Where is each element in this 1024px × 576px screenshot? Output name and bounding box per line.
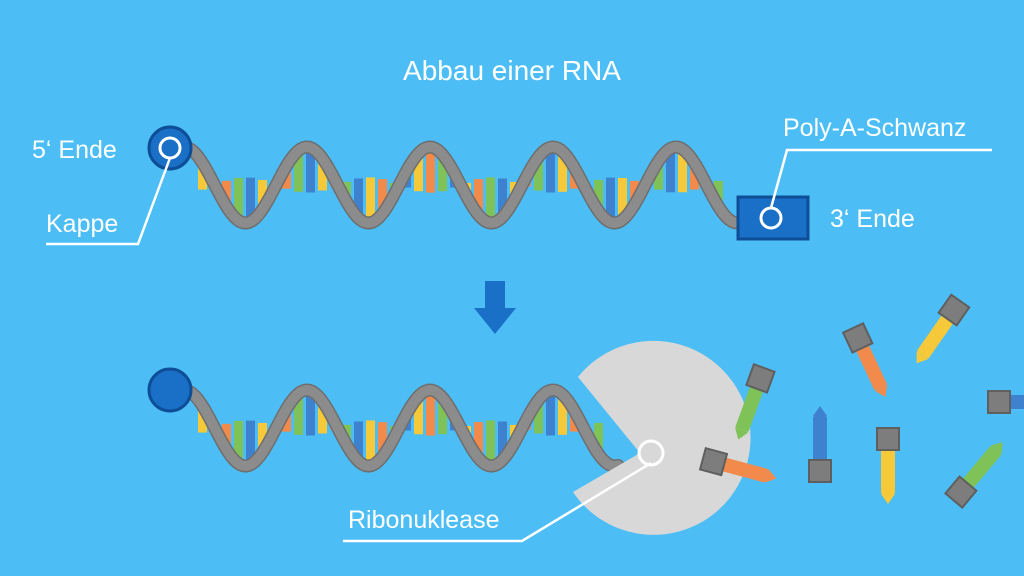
free-nucleotide-icon [808, 406, 832, 483]
nucleotide-base [498, 178, 507, 218]
rna-strand-intact [173, 140, 751, 230]
arrow-down-icon [474, 281, 516, 334]
nucleotide-base [318, 400, 327, 434]
nucleotide-base [306, 390, 315, 436]
free-nucleotide-icon [698, 446, 777, 483]
nucleotide-base [606, 177, 615, 223]
free-nucleotide-icon [876, 427, 900, 504]
nucleotide-base [246, 420, 255, 465]
nucleotide-base [438, 154, 447, 192]
nucleotide-base [534, 400, 543, 434]
nucleotide-base [294, 150, 303, 192]
backbone-ribbon [175, 141, 749, 229]
nucleotide-base [666, 148, 675, 193]
nucleotide-base [486, 420, 495, 466]
poly-a-leader-line [769, 148, 992, 209]
free-nucleotides [698, 293, 1024, 509]
three-prime-end-label: 3‘ Ende [830, 205, 915, 233]
nucleotide-base [222, 180, 231, 206]
nucleotide-base [234, 420, 243, 464]
free-nucleotide-icon [916, 293, 971, 364]
nucleotide-base [546, 147, 555, 193]
nucleotide-base [534, 157, 543, 191]
cap-circle-icon [147, 125, 193, 171]
nucleotide-base [618, 177, 627, 221]
nucleotide-base [378, 422, 387, 458]
nucleotide-base [414, 153, 423, 192]
five-prime-end-label: 5‘ Ende [32, 136, 117, 164]
nucleotide-base [258, 179, 267, 211]
nucleotide-base [222, 423, 231, 449]
nucleotide-base [654, 161, 663, 190]
nucleotide-base [474, 179, 483, 215]
nucleotide-base [246, 177, 255, 222]
nucleotide-base [594, 179, 603, 211]
nucleotide-base [594, 422, 603, 454]
nucleotide-base [258, 422, 267, 454]
nucleotide-base [486, 177, 495, 223]
backbone-ribbon [175, 384, 623, 472]
nucleotide-base [234, 177, 243, 221]
nucleotide-base [354, 421, 363, 461]
nucleotide-base [354, 178, 363, 218]
nucleotide-base [198, 162, 207, 190]
free-nucleotide-icon [943, 442, 1003, 509]
nucleotide-base [678, 148, 687, 193]
nucleotide-base [366, 177, 375, 223]
ribonuclease-leader-line [343, 461, 652, 543]
nucleotide-base [294, 393, 303, 435]
free-nucleotide-icon [841, 321, 888, 397]
poly-a-tail-label: Poly-A-Schwanz [783, 114, 967, 142]
nucleotide-base [558, 151, 567, 192]
ribonuclease-label: Ribonuklease [348, 506, 500, 534]
cap-circle-bottom-icon [147, 367, 193, 413]
nucleotide-base [366, 420, 375, 466]
nucleotide-base [198, 405, 207, 433]
nucleotide-base [318, 157, 327, 191]
cap-leader-line [46, 157, 172, 246]
nucleotide-base [306, 147, 315, 193]
rna-strand-degrading [173, 383, 625, 473]
free-nucleotide-icon [735, 362, 776, 440]
ribonuclease-enzyme-icon [573, 340, 751, 535]
nucleotide-base [690, 162, 699, 190]
nucleotide-base [546, 390, 555, 436]
nucleotide-base [558, 394, 567, 435]
free-nucleotide-icon [987, 390, 1024, 414]
nucleotide-base [474, 422, 483, 458]
nucleotide-base [498, 421, 507, 461]
nucleotide-base [714, 180, 723, 206]
nucleotide-base [426, 147, 435, 193]
nucleotide-base [414, 396, 423, 435]
cap-label: Kappe [46, 210, 119, 238]
diagram-title: Abbau einer RNA [403, 55, 621, 86]
nucleotide-base [426, 390, 435, 436]
nucleotide-base [378, 179, 387, 215]
nucleotide-base [438, 397, 447, 435]
